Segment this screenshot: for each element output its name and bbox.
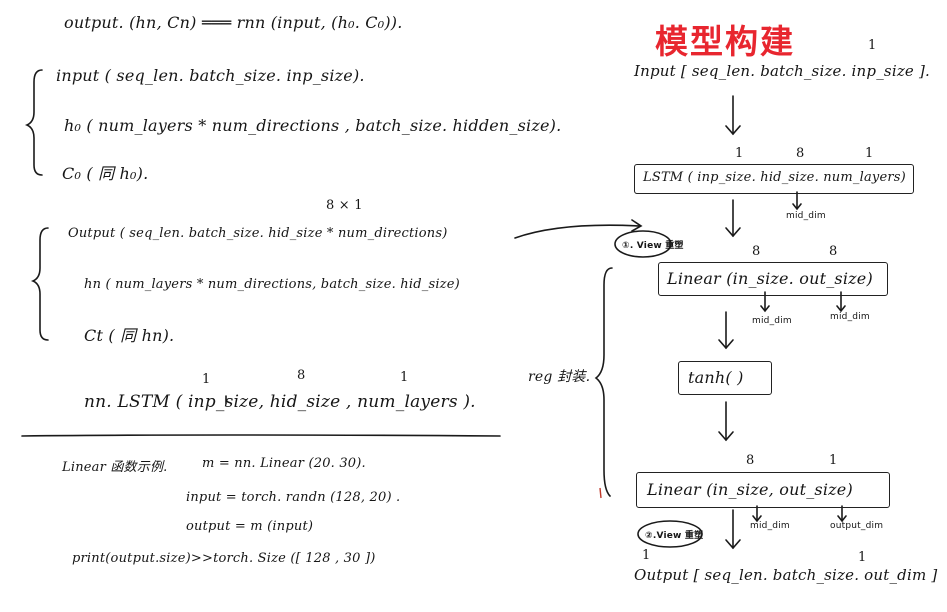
view1-circle (614, 230, 672, 258)
linear2-mark-1: 8 (746, 453, 755, 468)
linear-input-line: input = torch. randn (128, 20) . (186, 490, 401, 505)
brace-reg (594, 267, 613, 497)
output-shape-line: Output ( seq_len. batch_size. hid_size *… (68, 226, 448, 241)
output-node: Output [ seq_len. batch_size. out_dim ] (634, 566, 938, 584)
linear1-mark-2: 8 (829, 244, 838, 259)
linear2-mark-2: 1 (829, 453, 838, 468)
lstm-node-box: LSTM ( inp_size. hid_size. num_layers) (634, 164, 914, 194)
lstm-mark-1: 1 (202, 372, 211, 387)
nn-lstm-line: nn. LSTM ( inp_size, hid_size , num_laye… (84, 392, 476, 412)
linear2-node-label: Linear (in_size, out_size) (647, 480, 853, 499)
lstm-node-mark-1: 1 (735, 146, 744, 161)
linear1-sub-1: mid_dim (752, 316, 792, 326)
output-node-mark-left: 1 (642, 548, 651, 563)
h0-shape-line: h₀ ( num_layers * num_directions , batch… (64, 116, 562, 135)
output-node-mark-right: 1 (858, 550, 867, 565)
hn-shape-line: hn ( num_layers * num_directions, batch_… (84, 277, 460, 292)
linear-m-line: m = nn. Linear (20. 30). (202, 456, 366, 471)
linear2-node-box: Linear (in_size, out_size) (636, 472, 890, 508)
linear1-sub-2: mid_dim (830, 312, 870, 322)
tanh-node-label: tanh( ) (688, 368, 744, 387)
linear1-node-box: Linear (in_size. out_size) (658, 262, 888, 296)
lstm-node-mark-3: 1 (865, 146, 874, 161)
input-shape-line: input ( seq_len. batch_size. inp_size). (56, 66, 365, 85)
rnn-call-line: output. (hn, Cn) ═══ rnn (input, (h₀. C₀… (64, 13, 403, 32)
view1-label: ①. View 重塑 (622, 241, 684, 251)
linear-output-line: output = m (input) (186, 519, 314, 534)
lstm-node-mark-2: 8 (796, 146, 805, 161)
view2-circle (637, 520, 703, 548)
input-node-mark: 1 (868, 38, 877, 53)
input-node: Input [ seq_len. batch_size. inp_size ]. (634, 62, 930, 80)
linear1-mark-1: 8 (752, 244, 761, 259)
tanh-node-box: tanh( ) (678, 361, 772, 395)
view2-label: ②.View 重塑 (645, 531, 704, 541)
linear2-sub-1: mid_dim (750, 521, 790, 531)
page-title: 模型构建 (655, 22, 795, 61)
note-8x1: 8 × 1 (326, 198, 363, 213)
divider-line (21, 434, 501, 437)
brace-output-group (30, 227, 49, 341)
lstm-mark-3: 1 (400, 370, 409, 385)
lstm-mark-2: 8 (297, 368, 306, 383)
linear-title: Linear 函数示例. (62, 460, 168, 475)
print-line: print(output.size)>>torch. Size ([ 128 ,… (72, 551, 376, 566)
ct-shape-line: Ct ( 同 hn). (84, 326, 175, 345)
reg-label: reg 封装. (528, 369, 591, 385)
linear1-node-label: Linear (in_size. out_size) (667, 269, 873, 288)
arrow-output-to-view (514, 224, 641, 239)
c0-shape-line: C₀ ( 同 h₀). (62, 164, 149, 183)
brace-input-group (24, 69, 43, 176)
lstm-mid-dim: mid_dim (786, 211, 826, 221)
linear2-sub-2: output_dim (830, 521, 884, 531)
lstm-node-label: LSTM ( inp_size. hid_size. num_layers) (643, 170, 906, 185)
